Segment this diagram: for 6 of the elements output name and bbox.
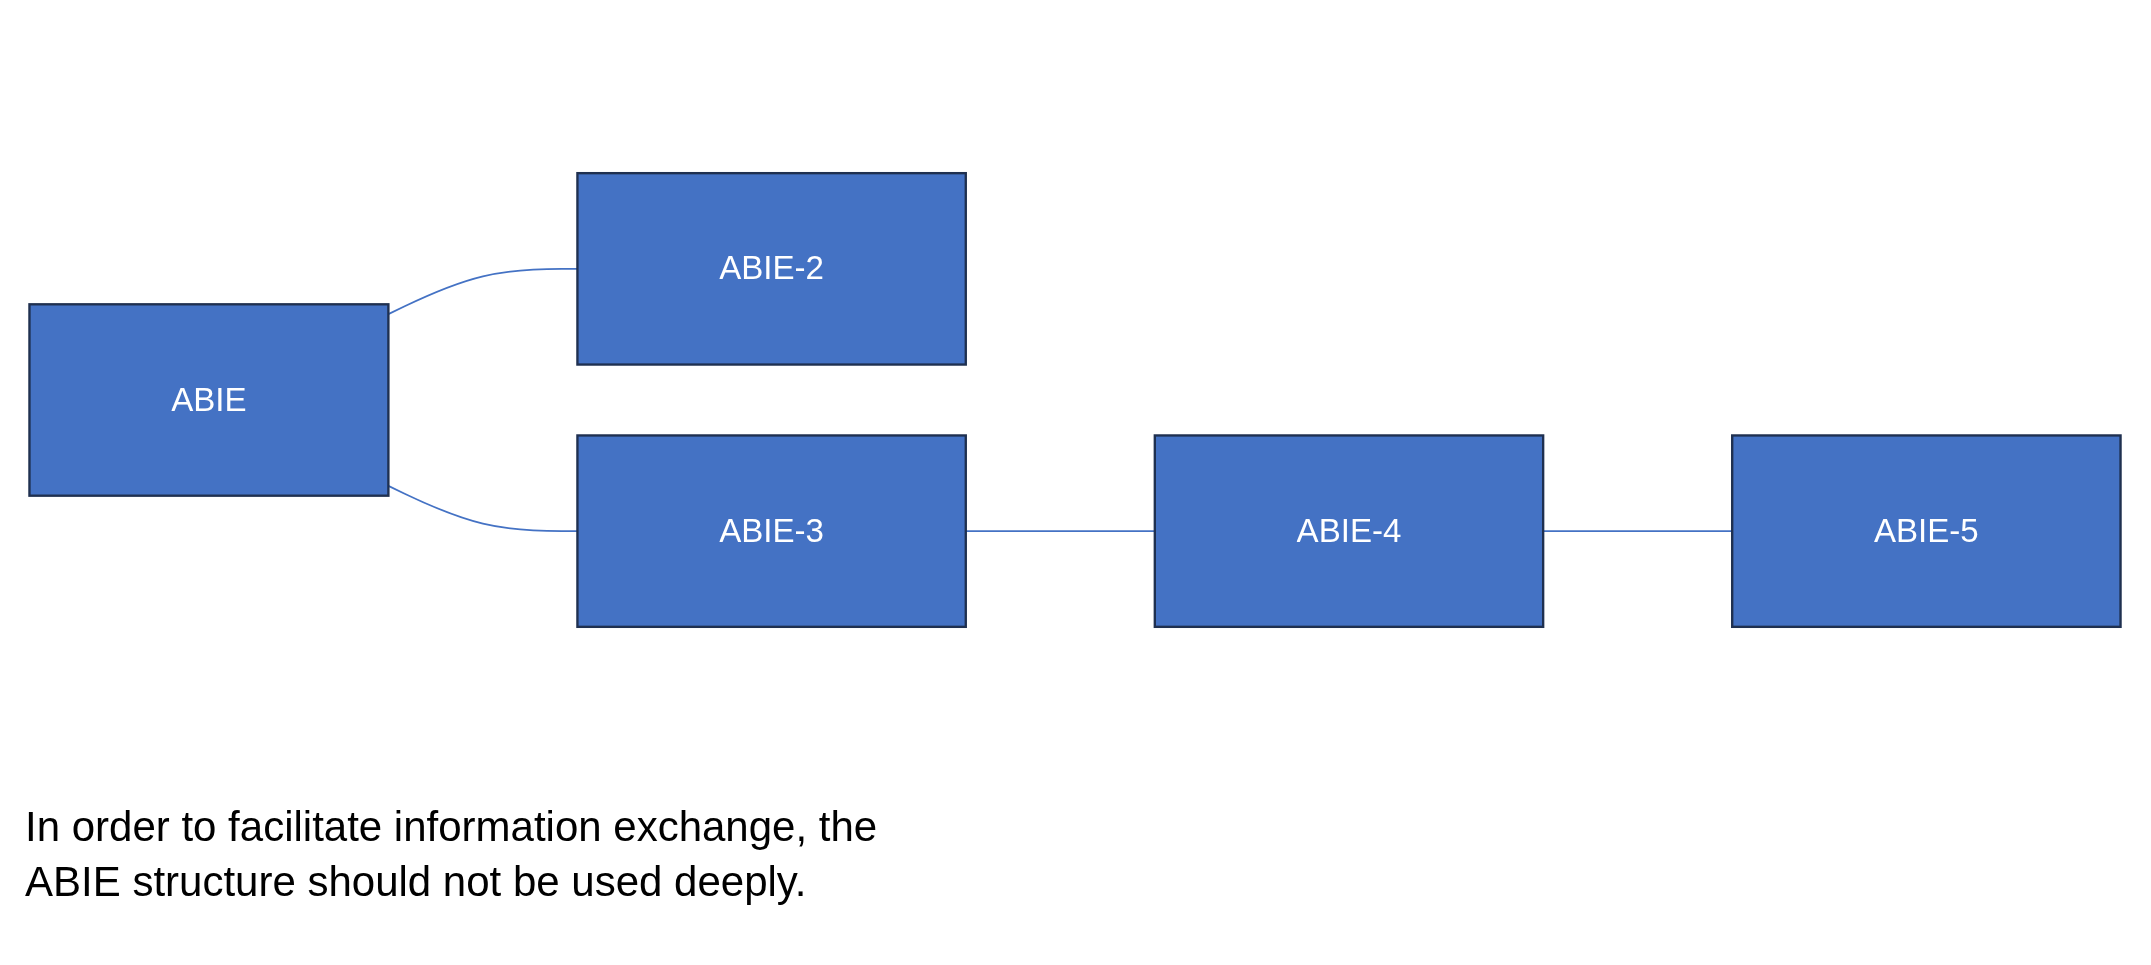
node-box: ABIE-3 (576, 434, 967, 628)
note-text: In order to facilitate information exchange, the ABIE structure should not be used deeply. (25, 802, 879, 907)
node-box: ABIE-5 (1731, 434, 2122, 628)
node-box: ABIE-2 (576, 172, 967, 366)
node-box: ABIE-4 (1153, 434, 1545, 628)
node-box: ABIE (28, 303, 390, 497)
